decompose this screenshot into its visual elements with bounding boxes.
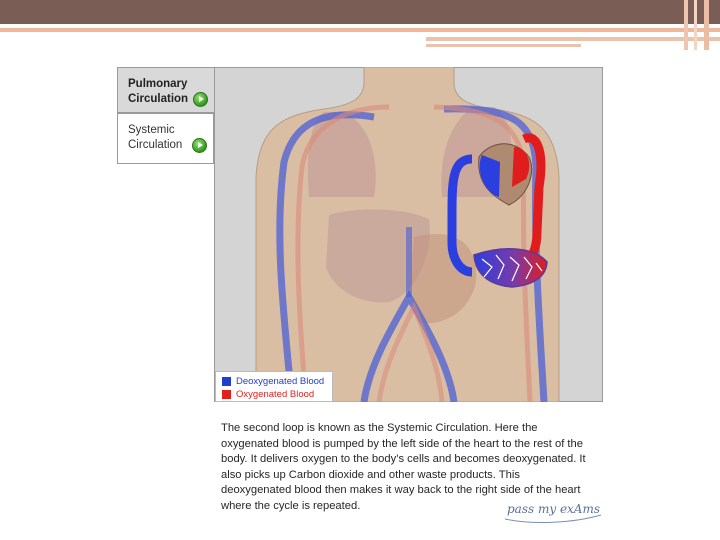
header-accent-strip-secondary [426,37,720,41]
capillary-bed [473,248,548,288]
tab-systemic-label: Systemic Circulation [128,124,183,151]
legend-deoxygenated-label: Deoxygenated Blood [236,376,325,387]
play-arrow-icon[interactable] [193,92,208,107]
caption-text: The second loop is known as the Systemic… [221,422,586,512]
artery-legs [376,300,445,402]
tab-pulmonary-circulation[interactable]: Pulmonary Circulation [117,67,214,113]
capillary-network [481,254,543,282]
vein-left-arm [276,111,375,402]
stomach [411,234,477,324]
tab-pulmonary-label: Pulmonary Circulation [128,78,189,105]
header-accent-strip-short [426,44,581,47]
svg-text:pass my exAms: pass my exAms [507,502,600,516]
body-circulation-diagram [255,67,560,402]
play-arrow-icon[interactable] [192,138,207,153]
circulation-panel: Pulmonary Circulation Systemic Circulati… [117,67,603,402]
legend-row-deoxygenated: Deoxygenated Blood [222,375,332,388]
legend-oxygenated-label: Oxygenated Blood [236,389,315,400]
corner-decoration [684,0,709,50]
liver [326,209,430,303]
header-accent-strip [0,28,720,32]
red-swatch-icon [222,390,231,399]
pass-my-exams-logo: pass my exAms [504,502,602,523]
heart-right-side [479,155,500,197]
tab-systemic-circulation[interactable]: Systemic Circulation [117,113,214,164]
legend-row-oxygenated: Oxygenated Blood [222,388,332,401]
heart-left-side [512,147,530,187]
blood-legend: Deoxygenated Blood Oxygenated Blood [215,371,333,402]
deoxygenated-vessel [447,154,473,277]
header-bar [0,0,720,24]
right-lung [307,112,376,197]
artery-left [295,104,390,402]
blue-swatch-icon [222,377,231,386]
